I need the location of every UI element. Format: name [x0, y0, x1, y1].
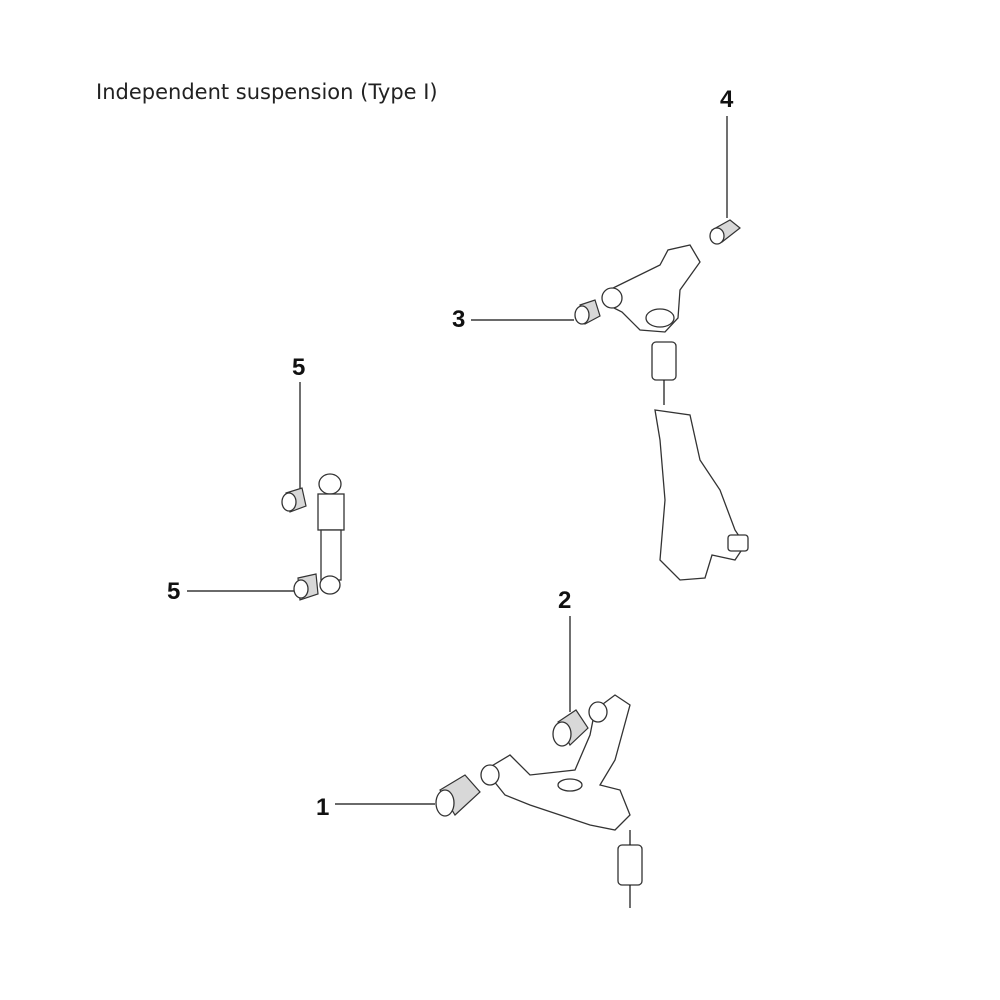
bushing-2 [552, 709, 589, 747]
diagram-title: Independent suspension (Type I) [96, 80, 438, 104]
callout-1: 1 [316, 794, 330, 821]
callout-2: 2 [558, 587, 572, 614]
bushing-5-lower [293, 573, 319, 601]
callout-5-upper: 5 [292, 354, 306, 381]
callout-3: 3 [452, 306, 466, 333]
lower-ball-joint [617, 830, 643, 908]
bushing-5-upper [281, 487, 307, 513]
lower-control-arm [480, 694, 631, 831]
steering-knuckle [654, 409, 749, 581]
bushing-1 [435, 774, 481, 817]
bushing-4 [709, 219, 741, 245]
bushing-3 [574, 299, 601, 325]
upper-control-arm [601, 244, 701, 333]
shock-absorber [317, 473, 345, 595]
callout-5-lower: 5 [167, 578, 181, 605]
upper-ball-joint [651, 341, 677, 405]
callout-4: 4 [720, 86, 734, 113]
